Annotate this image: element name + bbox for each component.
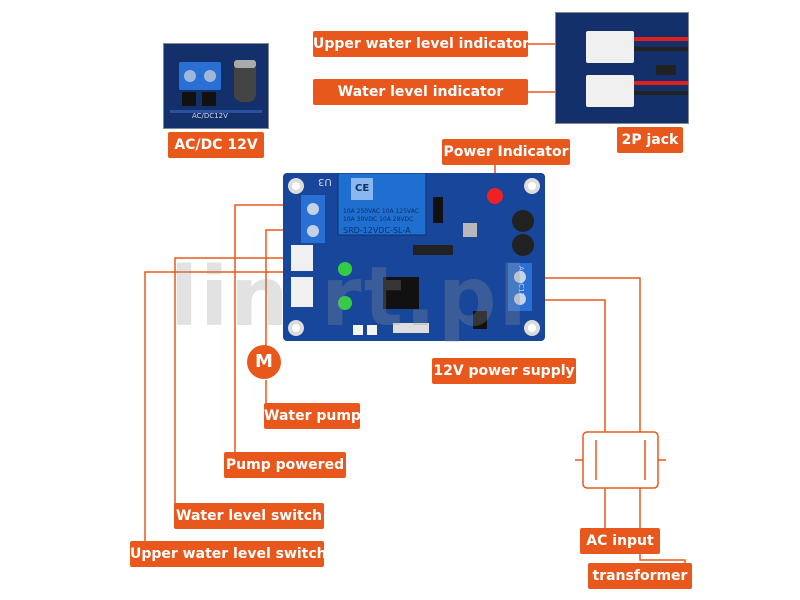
wire-water-level-switch xyxy=(174,257,300,516)
relay-logo: CE xyxy=(355,183,370,194)
jack-inset-photo xyxy=(555,12,689,124)
led-upper-level xyxy=(338,262,352,276)
wire-pump-powered xyxy=(234,204,303,466)
jack-inset-drawing xyxy=(556,13,688,123)
jack-lower xyxy=(291,277,313,307)
resistor-array xyxy=(413,245,453,255)
wire-upper-switch xyxy=(144,271,300,552)
label-ac-dc: AC/DC 12V xyxy=(168,132,264,158)
capacitor xyxy=(512,234,534,256)
label-water-pump: Water pump xyxy=(264,403,361,429)
terminal-inset-drawing xyxy=(164,44,268,128)
led-level xyxy=(338,296,352,310)
watermark: lin rt.pl xyxy=(170,250,529,345)
label-jack: 2P jack xyxy=(617,127,683,153)
terminal-inset-photo: AC/DC12V xyxy=(163,43,269,129)
relay-model: SRD-12VDC-SL-A xyxy=(343,226,411,235)
relay-logo-badge xyxy=(351,178,373,200)
relay-rating-1: 10A 250VAC 10A 125VAC xyxy=(343,208,419,215)
capacitor xyxy=(512,210,534,232)
wire-power-supply-2 xyxy=(535,299,606,432)
label-power-supply: 12V power supply xyxy=(432,358,576,384)
label-level-indicator: Water level indicator xyxy=(313,79,528,105)
transformer-symbol xyxy=(575,431,666,489)
led-power xyxy=(487,188,503,204)
label-pump-powered: Pump powered xyxy=(224,452,346,478)
ic-chip xyxy=(383,277,419,309)
jack-upper xyxy=(291,245,313,271)
label-transformer: transformer xyxy=(588,563,692,589)
label-ac-input: AC input xyxy=(580,528,660,554)
label-level-switch: Water level switch xyxy=(174,503,324,529)
control-board xyxy=(283,173,545,341)
inset-board-label: AC/DC12V xyxy=(192,112,228,120)
relay-rating-2: 10A 30VDC 10A 28VDC xyxy=(343,216,414,223)
wire-power-supply xyxy=(535,277,641,370)
label-power-indicator: Power Indicator xyxy=(442,139,570,165)
label-upper-indicator: Upper water level indicator xyxy=(313,31,529,57)
board-corner-label: U3 xyxy=(318,176,332,187)
motor-icon: M xyxy=(247,345,281,379)
label-upper-switch: Upper water level switch xyxy=(130,541,327,567)
diode xyxy=(433,197,443,223)
header-pins xyxy=(393,323,429,333)
